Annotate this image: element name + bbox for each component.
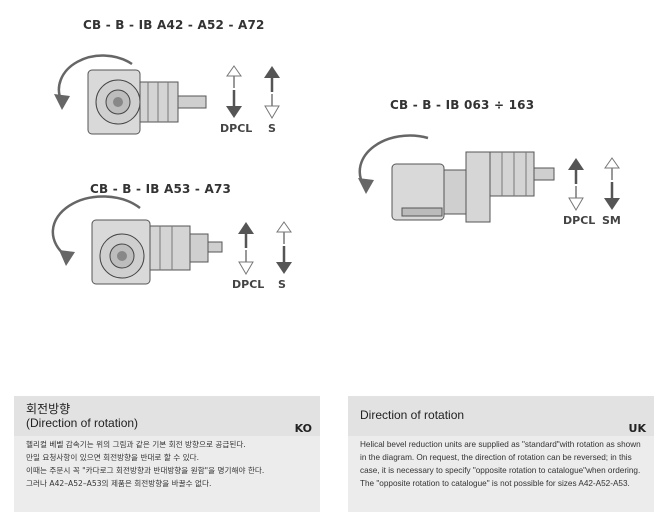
diagram-a53-title: CB - B - IB A53 - A73 xyxy=(90,182,232,196)
panel-ko-line-1: 헬리컬 베벨 감속기는 위의 그림과 같은 기본 회전 방향으로 공급된다. xyxy=(26,440,246,449)
panel-uk-line-2: in the diagram. On request, the directio… xyxy=(360,453,632,462)
panel-ko-body: 헬리컬 베벨 감속기는 위의 그림과 같은 기본 회전 방향으로 공급된다. 만… xyxy=(26,438,310,490)
panel-ko-line-2: 만일 요청사항이 있으면 회전방향을 반대로 할 수 있다. xyxy=(26,453,200,462)
panel-ko-title: 회전방향 (Direction of rotation) xyxy=(26,402,138,430)
panel-uk-line-1: Helical bevel reduction units are suppli… xyxy=(360,440,641,449)
panel-uk: Direction of rotation UK Helical bevel r… xyxy=(348,396,654,512)
panel-ko-line-4: 그러나 A42–A52–A53의 제품은 회전방향을 바꿀수 없다. xyxy=(26,479,212,488)
panel-ko: 회전방향 (Direction of rotation) KO 헬리컬 베벨 감… xyxy=(14,396,320,512)
label-s-a53: S xyxy=(278,278,286,291)
rotation-arrows-a42 xyxy=(226,65,280,119)
panel-uk-title: Direction of rotation xyxy=(360,408,465,422)
diagram-a42-title: CB - B - IB A42 - A52 - A72 xyxy=(83,18,265,32)
rotation-arrows-063 xyxy=(568,157,620,211)
panel-uk-header xyxy=(348,396,654,436)
label-sm-063: SM xyxy=(602,214,621,227)
label-dpcl-063: DPCL xyxy=(563,214,596,227)
gearbox-a42-drawing xyxy=(54,54,207,135)
panel-ko-header xyxy=(14,396,320,436)
panel-ko-title-line1: 회전방향 xyxy=(26,402,71,416)
label-dpcl-a53: DPCL xyxy=(232,278,265,291)
panel-uk-line-4: The "opposite rotation to catalogue" is … xyxy=(360,479,630,488)
panel-ko-lang: KO xyxy=(294,422,312,435)
gearbox-a53-drawing xyxy=(51,195,223,285)
diagram-063-title: CB - B - IB 063 ÷ 163 xyxy=(390,98,535,112)
panel-ko-line-3: 이때는 주문시 꼭 "카다로그 회전방향과 반대방향을 원함"을 명기해야 한다… xyxy=(26,466,265,475)
label-dpcl-a42: DPCL xyxy=(220,122,253,135)
panel-ko-title-line2: (Direction of rotation) xyxy=(26,416,139,430)
rotation-arrows-a53 xyxy=(238,221,292,275)
label-s-a42: S xyxy=(268,122,276,135)
panel-uk-body: Helical bevel reduction units are suppli… xyxy=(360,438,644,490)
panel-uk-line-3: case, it is necessary to specify "opposi… xyxy=(360,466,641,475)
gearbox-063-drawing xyxy=(358,134,555,223)
panel-uk-lang: UK xyxy=(628,422,646,435)
